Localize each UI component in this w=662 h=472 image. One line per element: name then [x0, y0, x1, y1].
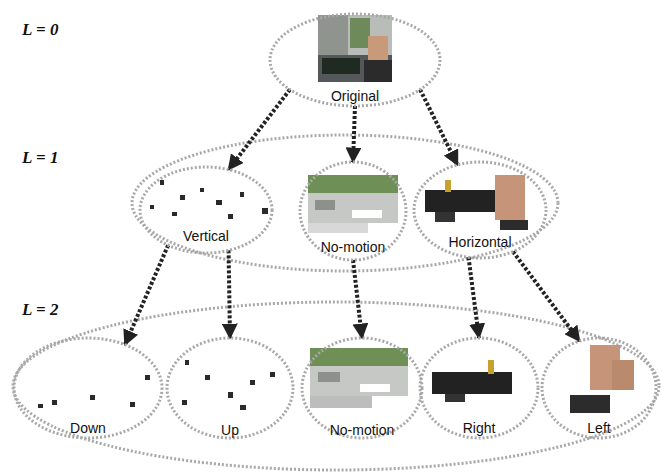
node-label: No-motion	[300, 422, 424, 438]
motion-mask	[570, 345, 634, 413]
decomposition-arrow	[353, 260, 362, 338]
decomposition-arrow	[513, 252, 580, 341]
motion-node: Up	[165, 336, 295, 440]
motion-mask	[150, 180, 268, 219]
decomposition-arrow	[420, 90, 457, 165]
decomposition-arrow	[353, 106, 355, 162]
level-label: L = 2	[22, 300, 58, 320]
motion-mask	[310, 348, 408, 408]
node-label: Vertical	[138, 228, 274, 244]
node-label: Up	[165, 422, 295, 438]
video-frame	[318, 15, 392, 82]
node-label: Original	[268, 88, 442, 104]
motion-node: Vertical	[138, 165, 274, 255]
motion-mask	[182, 360, 275, 410]
node-label: No-motion	[298, 239, 408, 255]
node-label: Down	[12, 420, 164, 436]
motion-node: No-motion	[298, 160, 408, 262]
motion-node: No-motion	[300, 336, 424, 440]
motion-node: Original	[268, 12, 442, 108]
level-group-outline	[132, 135, 558, 271]
motion-mask	[432, 360, 512, 402]
level-label: L = 1	[22, 148, 58, 168]
node-label: Horizontal	[412, 234, 548, 250]
decomposition-arrow	[229, 90, 290, 170]
motion-mask	[308, 175, 398, 233]
level-group-outline	[13, 302, 659, 470]
decomposition-arrow	[229, 250, 230, 338]
node-label: Right	[418, 420, 540, 436]
motion-mask	[38, 375, 150, 408]
motion-node: Left	[540, 336, 658, 440]
motion-node: Down	[12, 336, 164, 440]
motion-mask	[425, 175, 528, 230]
level-label: L = 0	[22, 20, 58, 40]
decomposition-arrow	[469, 257, 479, 338]
decomposition-arrow	[125, 245, 168, 344]
motion-node: Right	[418, 336, 540, 440]
motion-node: Horizontal	[412, 160, 548, 260]
node-label: Left	[540, 420, 658, 436]
